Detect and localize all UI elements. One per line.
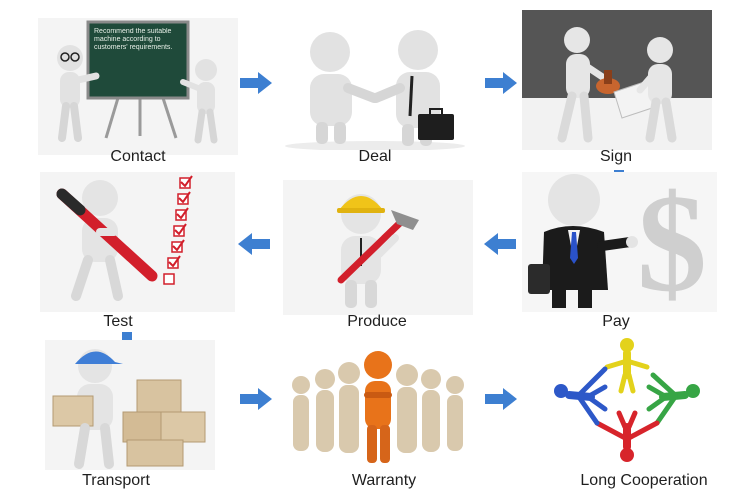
step-label-sign: Sign <box>599 148 633 165</box>
step-test-illustration <box>40 172 235 312</box>
step-pay-illustration: $ <box>522 172 717 312</box>
step-label-contact: Contact <box>110 148 166 165</box>
step-label-produce: Produce <box>347 313 407 330</box>
step-label-long-cooperation: Long Cooperation <box>580 472 708 489</box>
left-arrow-icon <box>238 233 270 255</box>
step-warranty-illustration <box>285 345 475 470</box>
right-arrow-icon <box>240 388 272 410</box>
right-arrow-icon <box>240 72 272 94</box>
step-sign-illustration <box>522 10 712 150</box>
right-arrow-icon <box>485 72 517 94</box>
step-label-warranty: Warranty <box>351 472 417 489</box>
step-label-deal: Deal <box>358 148 392 165</box>
step-label-test: Test <box>103 313 133 330</box>
left-arrow-icon <box>484 233 516 255</box>
step-produce-illustration <box>283 180 473 315</box>
step-contact-illustration: Recommend the suitable machine according… <box>38 18 238 155</box>
step-deal-illustration <box>278 20 473 150</box>
step-long-cooperation-illustration <box>545 335 715 470</box>
step-label-transport: Transport <box>82 472 150 489</box>
right-arrow-icon <box>485 388 517 410</box>
board-text: Recommend the suitable machine according… <box>94 28 173 51</box>
step-label-pay: Pay <box>602 313 630 330</box>
svg-text:$: $ <box>637 172 707 312</box>
step-transport-illustration <box>45 340 215 470</box>
